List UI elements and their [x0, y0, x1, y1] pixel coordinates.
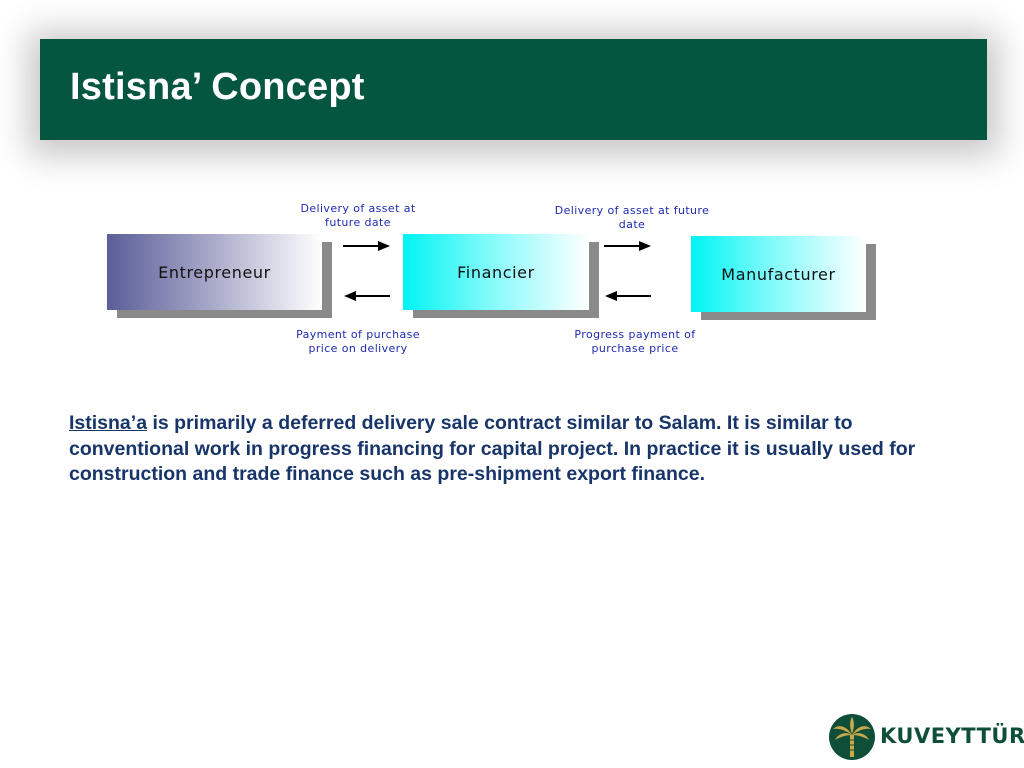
description-paragraph: Istisna’a is primarily a deferred delive…: [69, 411, 949, 488]
kuveytturk-logo: KUVEYTTÜRK: [828, 712, 1024, 762]
palm-tree-icon: [829, 714, 875, 760]
manufacturer-label: Manufacturer: [691, 236, 866, 312]
title-bar: Istisna’ Concept: [40, 39, 987, 140]
payment-to-manufacturer-label: Progress payment of purchase price: [555, 328, 715, 356]
financier-label: Financier: [403, 234, 589, 310]
arrow-left-icon: [344, 291, 390, 301]
payment-to-financier-line1: Payment of purchase: [296, 328, 420, 341]
arrow-right-icon: [343, 241, 390, 251]
payment-to-financier-label: Payment of purchase price on delivery: [278, 328, 438, 356]
delivery-to-financier-line2: date: [618, 218, 646, 231]
entrepreneur-label: Entrepreneur: [107, 234, 322, 310]
delivery-to-financier-line1: Delivery of asset at future: [554, 204, 710, 217]
delivery-to-entrepreneur-label: Delivery of asset at future date: [283, 202, 433, 230]
description-text: is primarily a deferred delivery sale co…: [69, 412, 916, 485]
istisna-term: Istisna’a: [69, 412, 148, 434]
logo-wordmark: KUVEYTTÜRK: [880, 724, 1024, 748]
arrow-right-icon: [604, 241, 651, 251]
delivery-to-financier-label: Delivery of asset at future date: [537, 204, 727, 232]
delivery-to-entrepreneur-line2: future date: [325, 216, 391, 229]
arrow-left-icon: [605, 291, 651, 301]
slide-title: Istisna’ Concept: [70, 66, 365, 108]
payment-to-manufacturer-line2: purchase price: [591, 342, 679, 355]
delivery-to-entrepreneur-line1: Delivery of asset at: [300, 202, 416, 215]
payment-to-manufacturer-line1: Progress payment of: [574, 328, 696, 341]
payment-to-financier-line2: price on delivery: [308, 342, 408, 355]
